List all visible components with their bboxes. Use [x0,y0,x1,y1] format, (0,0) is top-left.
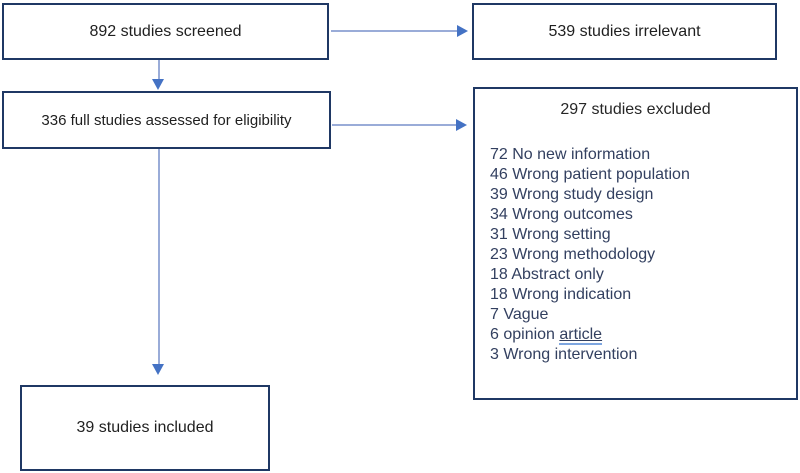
arrow-screened-to-irrelevant-line [331,30,459,32]
excluded-reason: 46 Wrong patient population [490,166,690,183]
assessed-box: 336 full studies assessed for eligibilit… [2,91,331,149]
arrow-right-head-icon [456,119,467,131]
excluded-reason: 23 Wrong methodology [490,246,656,263]
arrow-assessed-to-excluded-line [332,124,458,126]
irrelevant-label: 539 studies irrelevant [548,22,701,40]
excluded-box: 297 studies excluded 72 No new informati… [473,87,798,400]
included-box: 39 studies included [20,385,270,471]
excluded-reason: 3 Wrong intervention [490,346,638,363]
arrow-screened-to-assessed-line [158,60,160,80]
arrow-down-head-icon [152,364,164,375]
excluded-reason: 39 Wrong study design [490,186,654,203]
arrow-assessed-to-included-line [158,149,160,365]
screened-box: 892 studies screened [2,3,329,60]
excluded-reason: 72 No new information [490,146,651,163]
excluded-reason: 34 Wrong outcomes [490,206,633,223]
irrelevant-box: 539 studies irrelevant [472,3,777,60]
excluded-reason-opinion-article: 6 opinion article [490,325,796,345]
included-label: 39 studies included [76,419,214,436]
excluded-reason: 7 Vague [490,306,549,323]
excluded-reason: 18 Wrong indication [490,286,632,303]
excluded-reason-underlined-word: article [559,326,603,345]
arrow-right-head-icon [457,25,468,37]
assessed-label: 336 full studies assessed for eligibilit… [41,111,292,129]
excluded-reasons-list: 72 No new information 46 Wrong patient p… [490,145,796,365]
excluded-title: 297 studies excluded [560,101,711,118]
arrow-down-head-icon [152,79,164,90]
excluded-reason: 31 Wrong setting [490,226,611,243]
excluded-reason: 18 Abstract only [490,266,604,283]
excluded-reason-prefix: 6 opinion [490,326,560,343]
screened-label: 892 studies screened [89,22,242,40]
